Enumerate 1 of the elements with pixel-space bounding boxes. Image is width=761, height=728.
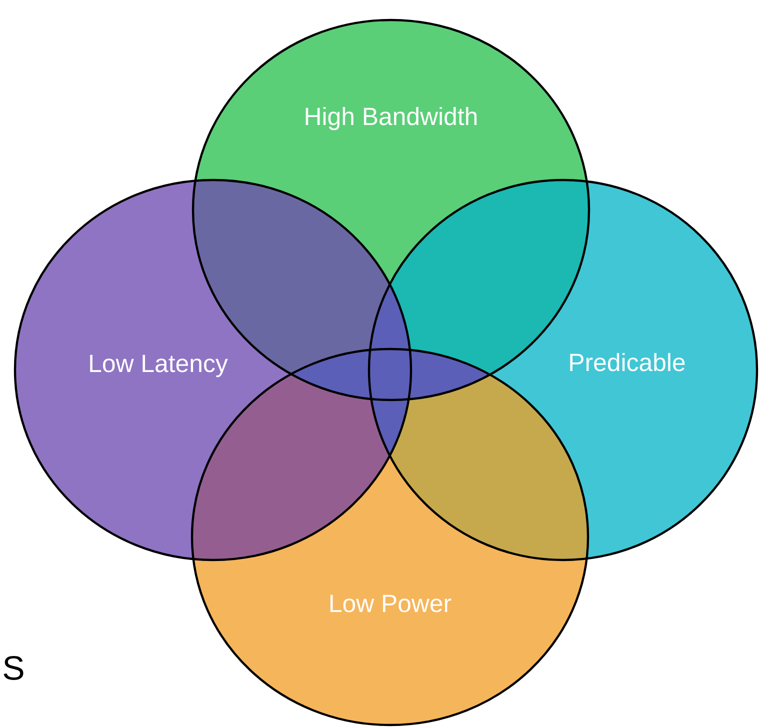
stray-letter: S (4, 656, 24, 680)
